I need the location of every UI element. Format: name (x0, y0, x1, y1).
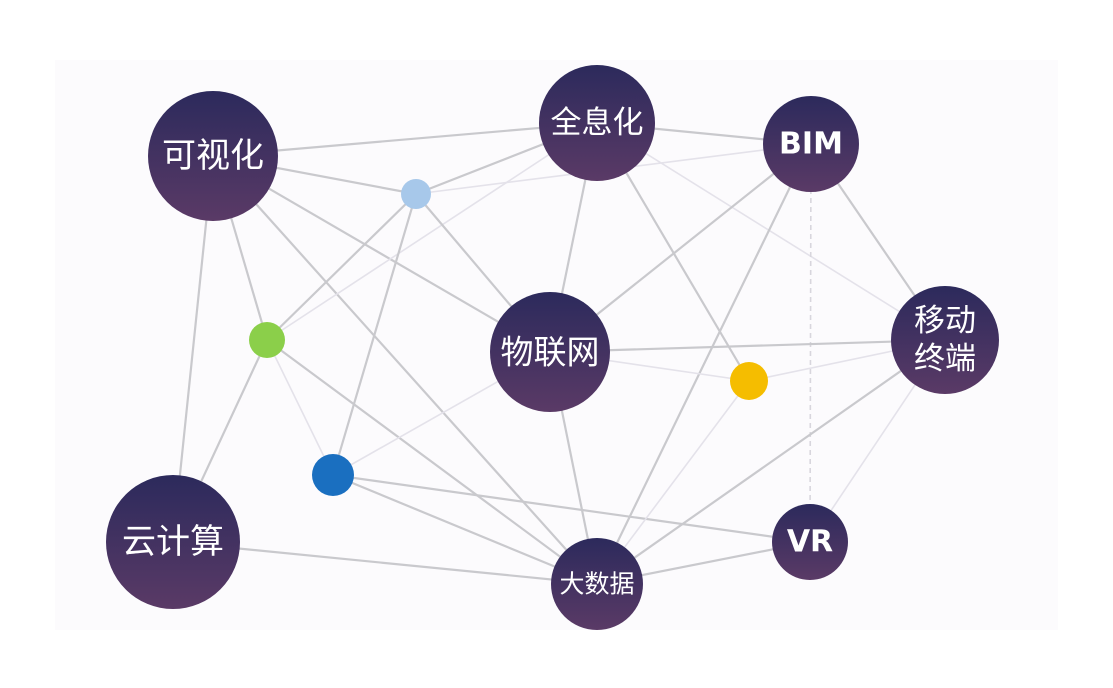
node-label-bim: BIM (779, 127, 843, 162)
node-label-yidongzhongduan-line1: 移动 (914, 303, 976, 339)
node-vr: VR (772, 504, 848, 580)
node-label-dashuju: 大数据 (559, 570, 634, 599)
node-circle-vr (772, 504, 848, 580)
edge-quanxihua-yidongzhongduan (596, 122, 946, 341)
edge-dot_blue-vr (332, 473, 811, 544)
node-label-yidongzhongduan-line2: 终端 (914, 341, 976, 377)
dot-yellow (730, 362, 768, 400)
node-label-vr: VR (787, 525, 833, 560)
node-bim: BIM (763, 96, 859, 192)
node-circle-yidongzhongduan (891, 286, 999, 394)
node-dashuju: 大数据 (551, 538, 643, 630)
node-circle-quanxihua (539, 65, 655, 181)
node-label-keshihua: 可视化 (162, 136, 264, 176)
dot-light-blue (401, 179, 431, 209)
node-circle-bim (763, 96, 859, 192)
node-wulianwang: 物联网 (490, 292, 610, 412)
edge-wulianwang-yidongzhongduan (549, 338, 946, 354)
node-circle-keshihua (148, 91, 278, 221)
dot-circle-yellow (730, 362, 768, 400)
dot-circle-blue (312, 454, 354, 496)
node-keshihua: 可视化 (148, 91, 278, 221)
edge-bim-dashuju (596, 143, 812, 585)
node-circle-dashuju (551, 538, 643, 630)
edge-dot_blue-dashuju (332, 473, 598, 586)
node-label-quanxihua: 全息化 (551, 105, 644, 141)
edge-dot_green-dashuju (266, 339, 598, 585)
dot-circle-light-blue (401, 179, 431, 209)
dot-green (249, 322, 285, 358)
edge-quanxihua-dot_green (266, 122, 598, 341)
dot-circle-green (249, 322, 285, 358)
node-quanxihua: 全息化 (539, 65, 655, 181)
node-circle-yunjisuan (106, 475, 240, 609)
node-label-wulianwang: 物联网 (501, 333, 600, 372)
edge-dot_lightblue-dot_green (266, 193, 417, 341)
edge-yunjisuan-dashuju (172, 540, 598, 586)
dot-blue (312, 454, 354, 496)
edge-dot_green-dot_blue (266, 339, 334, 476)
edge-yidongzhongduan-dashuju (596, 339, 946, 585)
edge-keshihua-dashuju (212, 155, 598, 585)
edge-dot_lightblue-dot_blue (331, 193, 418, 476)
node-yunjisuan: 云计算 (106, 475, 240, 609)
node-circle-wulianwang (490, 292, 610, 412)
node-label-yunjisuan: 云计算 (122, 522, 224, 562)
